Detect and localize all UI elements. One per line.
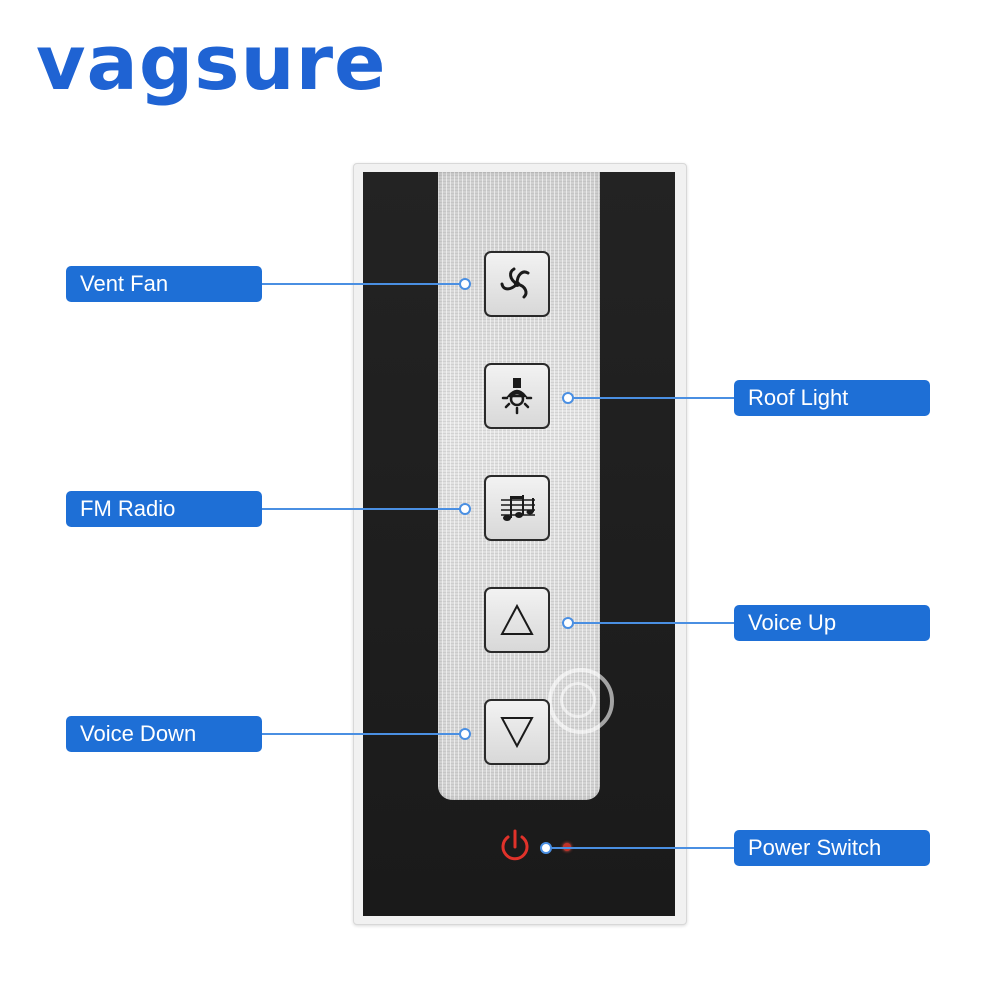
voice-up-button[interactable] [484,587,550,653]
roof-light-button[interactable] [484,363,550,429]
callout-voice-down: Voice Down [66,716,262,752]
callout-dot-fm-radio [459,503,471,515]
callout-line-power-switch [552,847,734,849]
callout-roof-light: Roof Light [734,380,930,416]
callout-dot-vent-fan [459,278,471,290]
callout-dot-voice-up [562,617,574,629]
callout-dot-power-switch [540,842,552,854]
voice-down-button[interactable] [484,699,550,765]
triangle-up-icon [500,603,534,635]
light-bulb-icon [501,378,533,415]
callout-line-voice-up [574,622,734,624]
swirl-decoration [548,668,614,734]
callout-line-voice-down [262,733,461,735]
vent-fan-button[interactable] [484,251,550,317]
brand-logo: vagsure [36,18,387,107]
callout-line-roof-light [574,397,734,399]
swirl-decoration-inner [560,682,596,718]
fan-icon [500,267,530,299]
callout-power-switch: Power Switch [734,830,930,866]
triangle-down-icon [500,717,534,749]
callout-fm-radio: FM Radio [66,491,262,527]
callout-line-fm-radio [262,508,461,510]
callout-dot-voice-down [459,728,471,740]
music-notes-icon [501,495,535,521]
power-icon[interactable] [498,828,532,866]
callout-dot-roof-light [562,392,574,404]
fm-radio-button[interactable] [484,475,550,541]
callout-vent-fan: Vent Fan [66,266,262,302]
callout-voice-up: Voice Up [734,605,930,641]
callout-line-vent-fan [262,283,461,285]
